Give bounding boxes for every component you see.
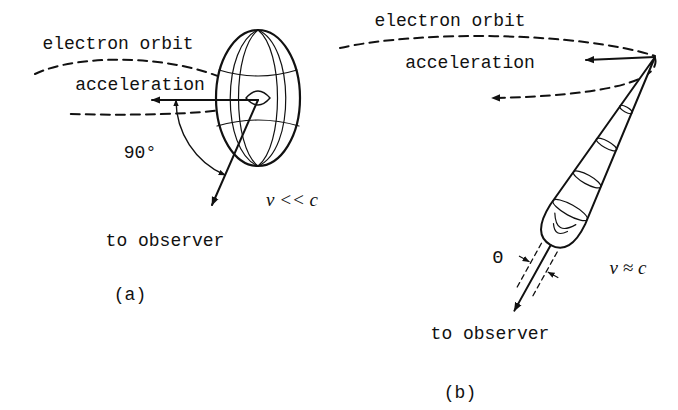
acceleration-arrow xyxy=(586,57,655,60)
figure-label: v << c xyxy=(264,190,320,210)
dipole-pattern xyxy=(216,30,300,166)
panel-label: (b) xyxy=(442,383,478,403)
beamed-pattern xyxy=(495,46,674,321)
figure-label: electron orbit xyxy=(372,11,527,31)
figure-label: to observer xyxy=(104,231,227,251)
figure-label: to observer xyxy=(429,324,552,344)
figure-label: 90° xyxy=(122,143,158,163)
observer-arrow xyxy=(212,100,258,205)
angle-arc xyxy=(176,100,225,175)
figure-label: electron orbit xyxy=(40,34,195,54)
figure-label: acceleration xyxy=(403,53,537,73)
panel-label: (a) xyxy=(112,285,148,305)
acceleration-arrow xyxy=(152,99,258,101)
figure-label: v ≈ c xyxy=(608,258,649,278)
figure-label: Θ xyxy=(491,248,506,268)
figure-label: acceleration xyxy=(73,75,207,95)
